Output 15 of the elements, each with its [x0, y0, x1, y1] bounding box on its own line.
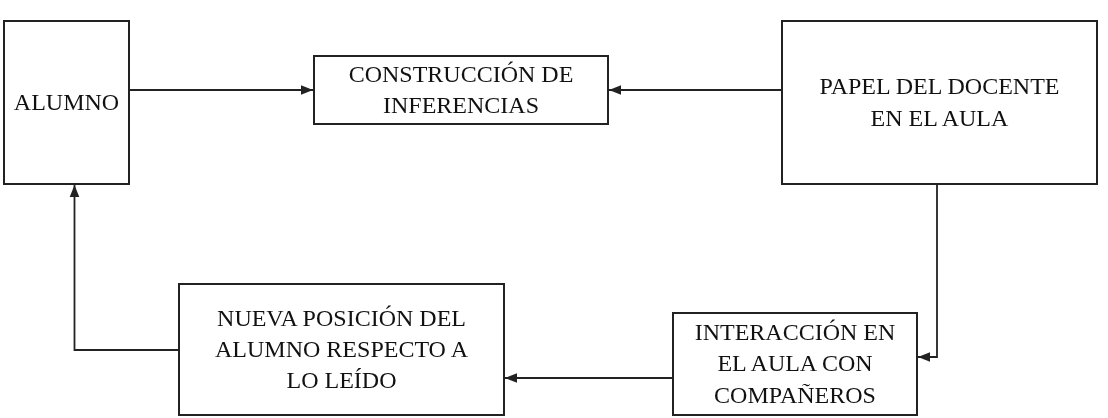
process-box: [3, 20, 130, 185]
process-box: [313, 55, 609, 125]
process-box: [672, 312, 918, 416]
process-box: [781, 20, 1098, 185]
arrow: [69, 184, 179, 351]
box-label: INTERACCIÓN EN EL AULA CON COMPAÑEROS: [693, 318, 897, 410]
box-label: NUEVA POSICIÓN DEL ALUMNO RESPECTO A LO LEÍDO: [214, 303, 469, 396]
arrow: [608, 85, 782, 95]
arrow: [129, 85, 314, 95]
box-label: CONSTRUCCIÓN DE INFERENCIAS: [347, 59, 575, 120]
box-label: PAPEL DEL DOCENTE EN EL AULA: [818, 72, 1061, 133]
arrow: [504, 373, 673, 383]
box-label: ALUMNO: [13, 87, 120, 117]
arrow: [917, 184, 938, 362]
process-box: [178, 283, 505, 416]
